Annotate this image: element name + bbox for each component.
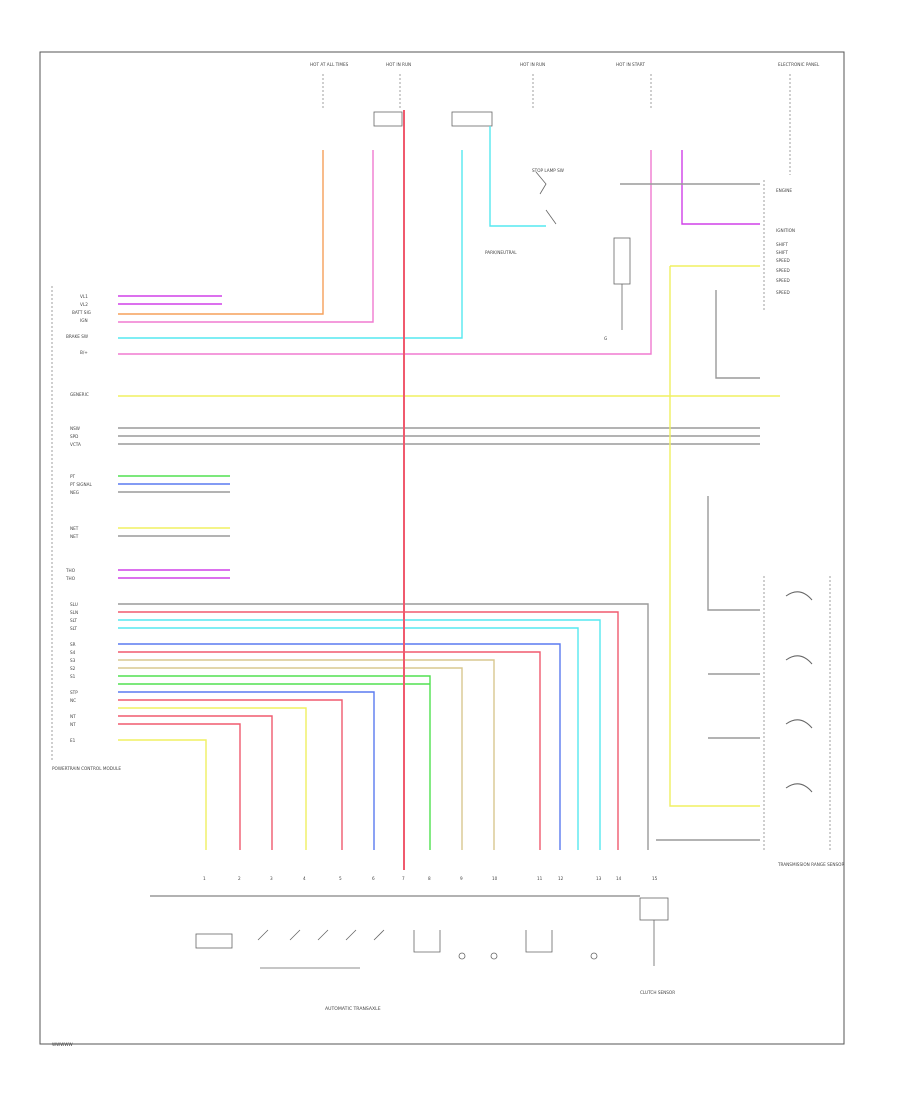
svg-text:ELECTRONIC PANEL: ELECTRONIC PANEL [778,62,820,67]
svg-text:PT: PT [70,474,76,479]
svg-text:HOT IN RUN: HOT IN RUN [386,62,411,67]
svg-text:8: 8 [428,876,431,881]
svg-text:S2: S2 [70,666,76,671]
svg-text:IGN: IGN [80,318,88,323]
svg-text:BATT SIG: BATT SIG [72,310,91,315]
svg-text:GENERIC: GENERIC [70,392,89,397]
svg-text:TRANSMISSION RANGE SENSOR: TRANSMISSION RANGE SENSOR [777,862,844,867]
pcm-label: POWERTRAIN CONTROL MODULE [52,766,121,771]
sensor-label: CLUTCH SENSOR [640,990,675,995]
svg-text:VL1: VL1 [80,294,88,299]
bottom-tick-labels: 1 2 3 4 5 6 7 8 9 10 11 12 13 14 15 [203,876,658,881]
svg-text:HOT IN RUN: HOT IN RUN [520,62,545,67]
bottom-components [195,897,669,969]
svg-text:VL2: VL2 [80,302,88,307]
svg-text:SLU: SLU [70,602,78,607]
svg-text:S1: S1 [70,674,76,679]
svg-text:THO: THO [65,576,76,581]
svg-text:7: 7 [402,876,405,881]
svg-text:SPD: SPD [70,434,78,439]
right-wires [489,126,760,841]
svg-text:NET: NET [70,526,79,531]
svg-text:E1: E1 [70,738,76,743]
bottom-caption: AUTOMATIC TRANSAXLE [325,1006,381,1012]
tcm-connector: ENGINE IGNITION SHIFT SHIFT SPEED SPEED … [763,180,795,310]
pcm-wires [118,150,780,850]
svg-text:15: 15 [652,876,658,881]
svg-text:IGNITION: IGNITION [776,228,795,233]
svg-text:STP: STP [70,690,78,695]
svg-text:6: 6 [372,876,375,881]
svg-text:10: 10 [492,876,498,881]
pcm-pin-labels: VL1 VL2 BATT SIG IGN BRAKE SW B/+ GENERI… [65,294,93,743]
svg-text:9: 9 [460,876,463,881]
svg-text:ENGINE: ENGINE [776,188,792,193]
svg-text:1: 1 [203,876,206,881]
park-neutral-label: PARK/NEUTRAL [485,250,517,255]
svg-text:NC: NC [70,698,76,703]
svg-text:SLT: SLT [70,618,77,623]
svg-text:14: 14 [616,876,622,881]
svg-text:HOT AT ALL TIMES: HOT AT ALL TIMES [310,62,349,67]
svg-text:12: 12 [558,876,564,881]
diagram-frame [39,51,845,1045]
svg-text:11: 11 [537,876,543,881]
svg-text:NET: NET [70,534,79,539]
fuse-labels-top: HOT AT ALL TIMES HOT IN RUN HOT IN RUN H… [310,62,820,67]
svg-text:NT: NT [70,714,76,719]
svg-text:HOT IN START: HOT IN START [616,62,645,67]
footer-code: WWWWW [52,1042,73,1047]
svg-text:SPEED: SPEED [776,258,790,263]
svg-text:B/+: B/+ [80,350,88,355]
svg-text:NEG: NEG [70,490,79,495]
svg-text:NT: NT [70,722,76,727]
transmission-range-sensor: TRANSMISSION RANGE SENSOR [763,576,844,867]
svg-text:3: 3 [270,876,273,881]
svg-text:SHIFT: SHIFT [776,242,788,247]
svg-text:SPEED: SPEED [776,290,790,295]
svg-text:VCTA: VCTA [70,442,81,447]
stop-lamp-label: STOP LAMP SW [532,168,564,173]
svg-text:S3: S3 [70,658,76,663]
svg-text:13: 13 [596,876,602,881]
svg-text:NSW: NSW [70,426,80,431]
svg-text:PT SIGNAL: PT SIGNAL [70,482,93,487]
svg-text:4: 4 [303,876,306,881]
svg-text:SPEED: SPEED [776,268,790,273]
svg-text:SHIFT: SHIFT [776,250,788,255]
svg-text:SPEED: SPEED [776,278,790,283]
svg-text:SR: SR [70,642,76,647]
fuse-dashes [322,74,791,175]
svg-text:THO: THO [65,568,76,573]
svg-text:SLN: SLN [70,610,78,615]
svg-text:BRAKE SW: BRAKE SW [66,334,88,339]
svg-text:2: 2 [238,876,241,881]
svg-text:5: 5 [339,876,342,881]
svg-text:SLT: SLT [70,626,77,631]
svg-text:S4: S4 [70,650,76,655]
ground-label: G [604,336,607,341]
top-components [373,111,631,330]
